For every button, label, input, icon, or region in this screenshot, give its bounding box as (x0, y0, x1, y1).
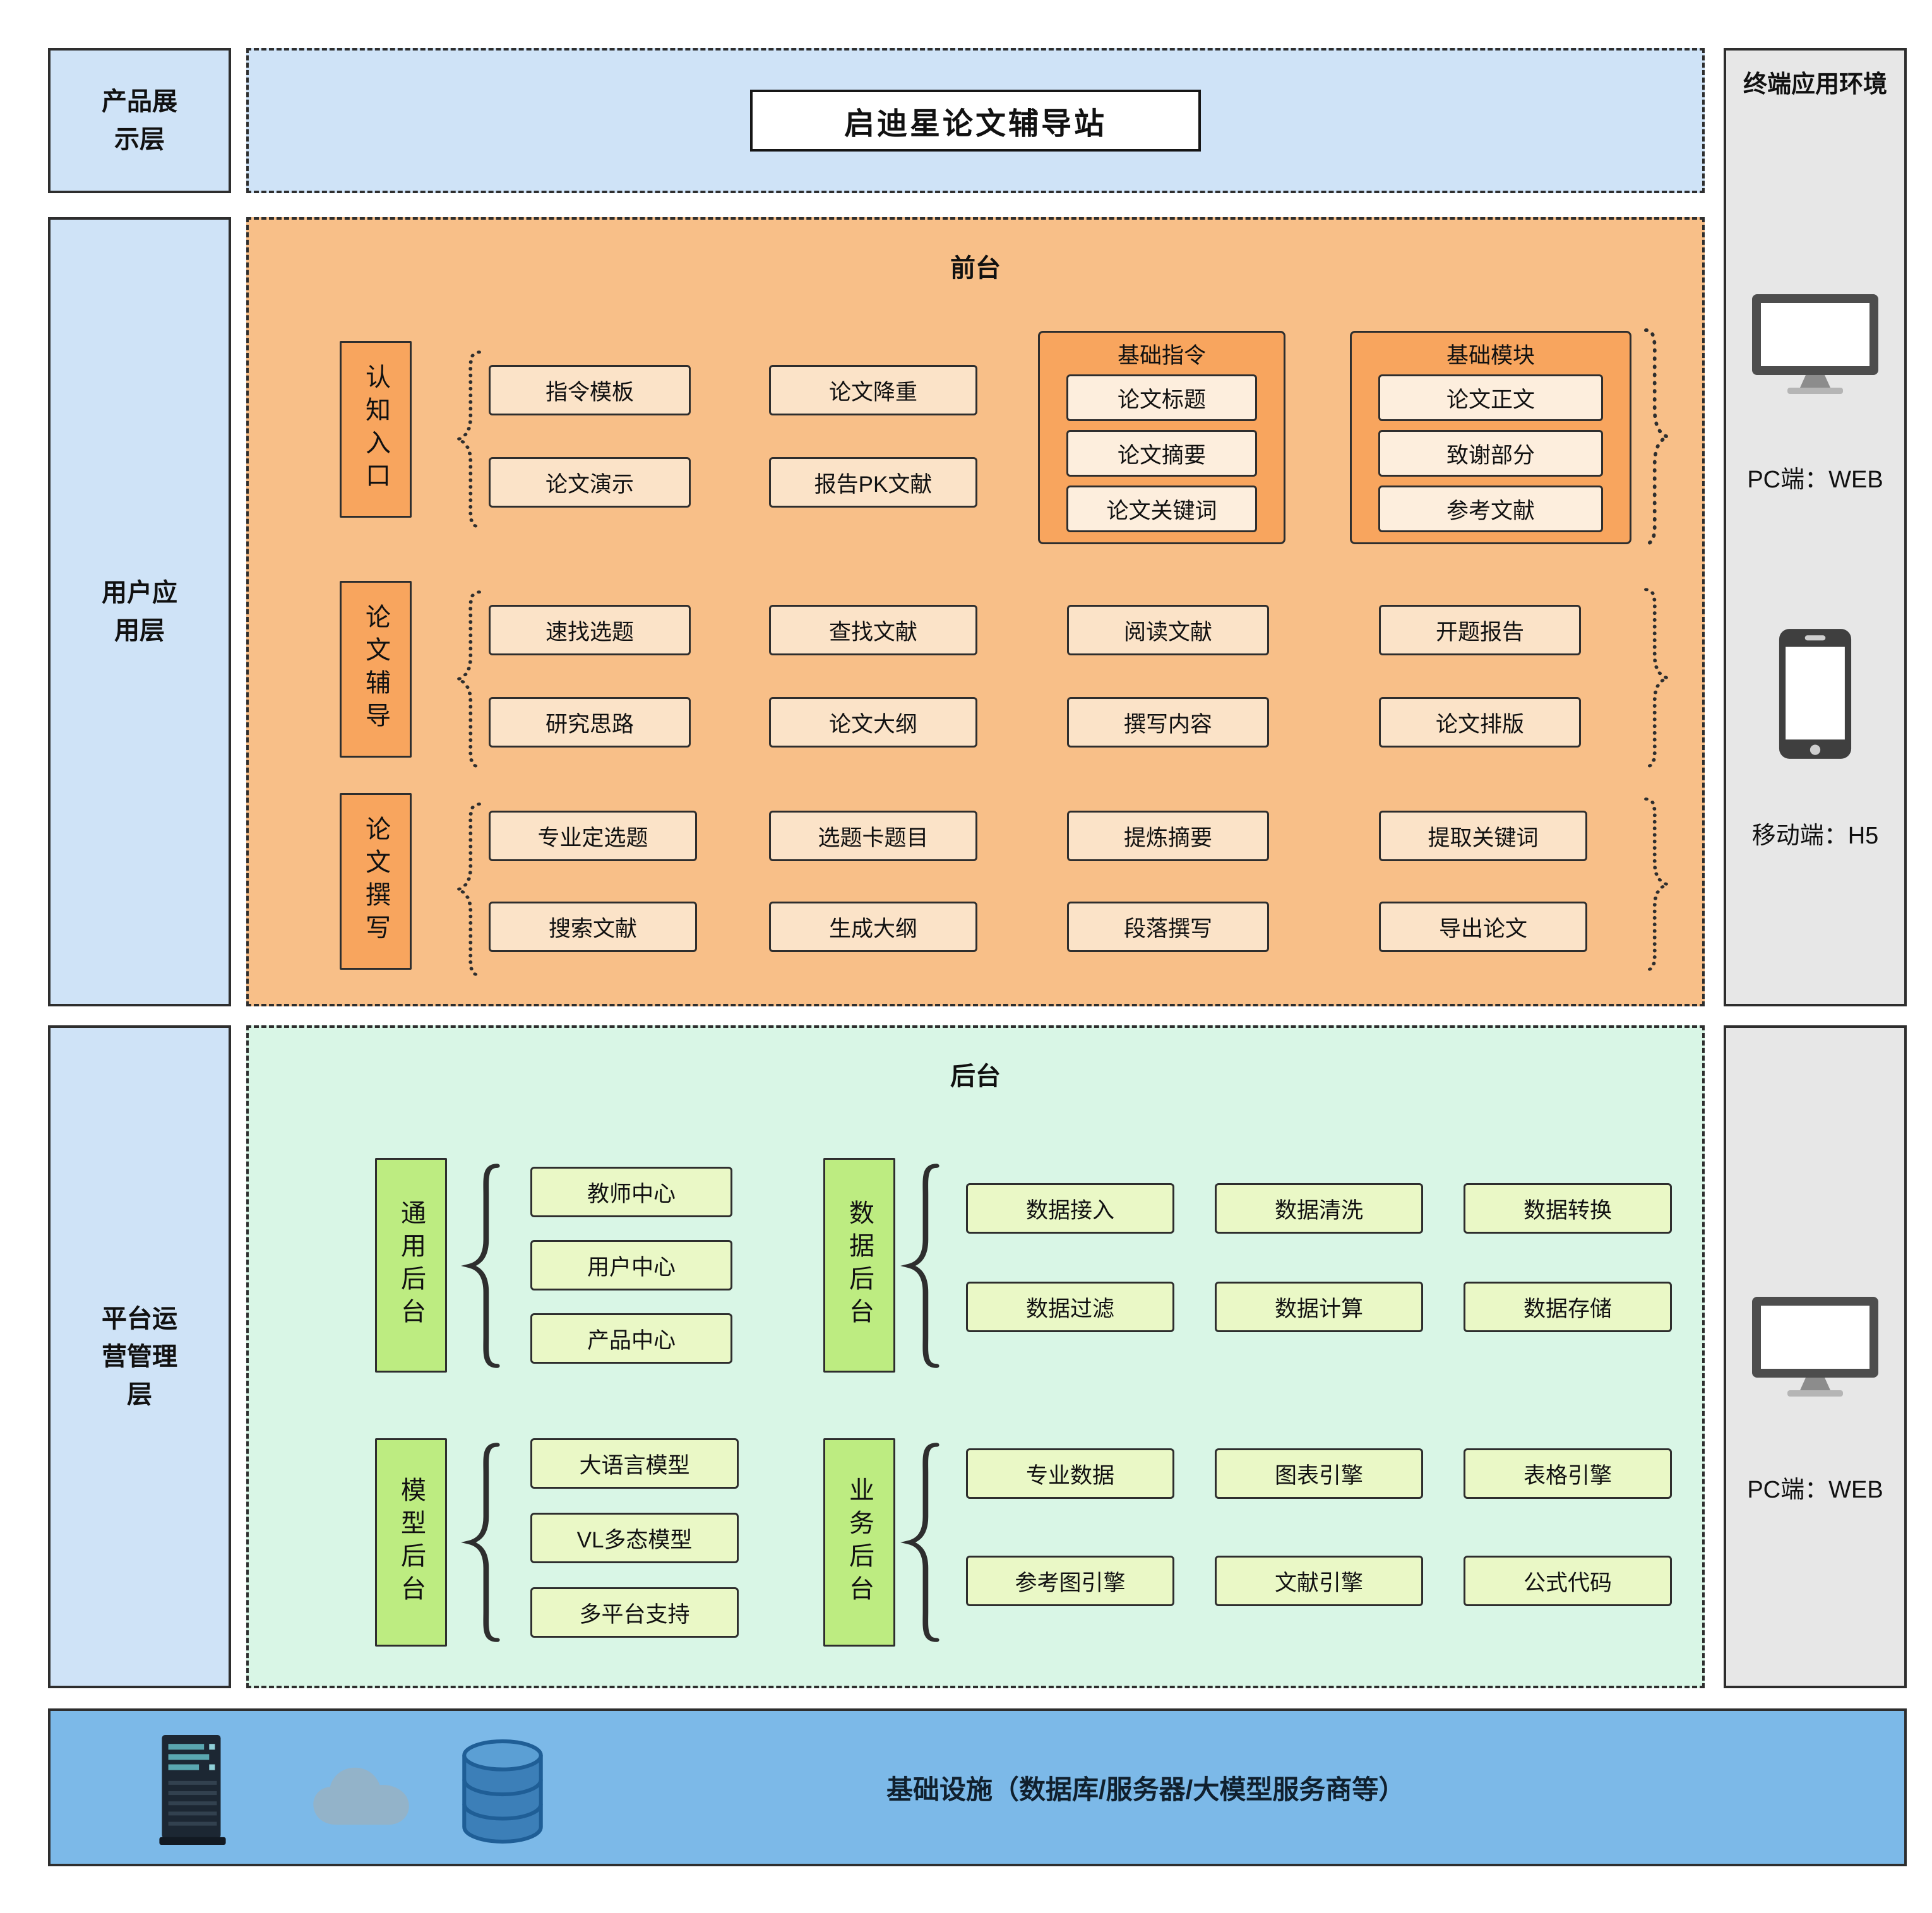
backend-item: 表格引擎 (1464, 1448, 1672, 1499)
pc-web-label: PC端：WEB (1747, 467, 1883, 493)
brace-left-dotted-icon (451, 590, 481, 768)
backend-item: 数据清洗 (1215, 1183, 1423, 1234)
title-band: 启迪星论文辅导站 (246, 48, 1705, 193)
brace-left-dotted-icon (451, 802, 481, 977)
frontend-item: 研究思路 (489, 697, 691, 748)
group-basic-commands-title: 基础指令 (1117, 343, 1206, 368)
frontend-item: 阅读文献 (1067, 605, 1269, 655)
backend-item: 数据过滤 (966, 1282, 1174, 1332)
backend-item: 参考图引擎 (966, 1556, 1174, 1606)
terminal-env-panel: 终端应用环境 PC端：WEB 移动端：H5 (1724, 48, 1907, 1006)
layer-product-display-label: 产品展示层 (102, 88, 177, 153)
backend-item: 产品中心 (530, 1313, 732, 1364)
frontend-item: 生成大纲 (769, 902, 977, 952)
frontend-item: 段落撰写 (1067, 902, 1269, 952)
backend-item: 图表引擎 (1215, 1448, 1423, 1499)
frontend-item: 速找选题 (489, 605, 691, 655)
layer-platform-ops-label: 平台运营管理层 (102, 1305, 177, 1409)
frontend-item: 导出论文 (1379, 902, 1587, 952)
brace-left-icon (461, 1164, 500, 1368)
frontend-item: 提炼摘要 (1067, 811, 1269, 861)
infrastructure-label: 基础设施（数据库/服务器/大模型服务商等） (886, 1774, 1405, 1804)
frontend-item: 选题卡题目 (769, 811, 977, 861)
layer-user-application-label: 用户应用层 (102, 579, 177, 645)
terminal-env-header: 终端应用环境 (1743, 71, 1887, 98)
brace-right-dotted-icon (1644, 797, 1674, 972)
frontend-item: 论文大纲 (769, 697, 977, 748)
group-basic-commands: 基础指令 论文标题 论文摘要 论文关键词 (1038, 331, 1285, 544)
backend-item: 数据计算 (1215, 1282, 1423, 1332)
frontend-item: 指令模板 (489, 365, 691, 415)
vlabel-general-backend: 通用后台 (375, 1158, 447, 1373)
group-basic-modules-title: 基础模块 (1446, 343, 1535, 368)
terminal-pc-panel: PC端：WEB (1724, 1025, 1907, 1688)
server-icon (159, 1735, 226, 1845)
brace-left-icon (900, 1164, 939, 1368)
layer-user-application: 用户应用层 (48, 217, 231, 1006)
backend-item: 专业数据 (966, 1448, 1174, 1499)
backend-item: 数据转换 (1464, 1183, 1672, 1234)
group-item: 参考文献 (1378, 486, 1603, 532)
backend-item: VL多态模型 (530, 1513, 739, 1563)
layer-product-display: 产品展示层 (48, 48, 231, 193)
group-item: 论文正文 (1378, 374, 1603, 421)
group-item: 论文关键词 (1066, 486, 1257, 532)
monitor-icon (1752, 1297, 1878, 1397)
vlabel-data-backend: 数据后台 (823, 1158, 895, 1373)
diagram-title: 启迪星论文辅导站 (750, 90, 1201, 152)
frontend-item: 报告PK文献 (769, 457, 977, 508)
frontend-item: 撰写内容 (1067, 697, 1269, 748)
group-item: 论文摘要 (1066, 430, 1257, 477)
backend-panel: 后台 通用后台 教师中心 用户中心 产品中心 数据后台 数据接入 数据清洗 数据… (246, 1025, 1705, 1688)
frontend-label: 前台 (950, 254, 1001, 282)
group-item: 论文标题 (1066, 374, 1257, 421)
vlabel-paper-tutoring: 论文辅导 (340, 581, 412, 758)
database-icon (462, 1739, 543, 1844)
backend-item: 教师中心 (530, 1167, 732, 1217)
cloud-icon (313, 1767, 409, 1825)
frontend-panel: 前台 认知入口 指令模板 论文演示 论文降重 报告PK文献 基础指令 论文标题 … (246, 217, 1705, 1006)
frontend-item: 论文排版 (1379, 697, 1581, 748)
vlabel-paper-writing: 论文撰写 (340, 793, 412, 970)
vlabel-cognitive-entry: 认知入口 (340, 341, 412, 518)
brace-left-icon (900, 1443, 939, 1642)
backend-item: 多平台支持 (530, 1587, 739, 1638)
frontend-item: 搜索文献 (489, 902, 697, 952)
frontend-item: 论文演示 (489, 457, 691, 508)
backend-item: 数据接入 (966, 1183, 1174, 1234)
frontend-item: 提取关键词 (1379, 811, 1587, 861)
smartphone-icon (1779, 629, 1852, 759)
brace-right-dotted-icon (1644, 588, 1674, 768)
group-basic-modules: 基础模块 论文正文 致谢部分 参考文献 (1350, 331, 1631, 544)
brace-left-dotted-icon (451, 350, 481, 528)
backend-item: 文献引擎 (1215, 1556, 1423, 1606)
infrastructure-bar: 基础设施（数据库/服务器/大模型服务商等） (48, 1708, 1907, 1866)
frontend-item: 专业定选题 (489, 811, 697, 861)
monitor-icon (1752, 294, 1878, 394)
pc-web-label: PC端：WEB (1747, 1477, 1883, 1503)
backend-item: 数据存储 (1464, 1282, 1672, 1332)
brace-left-icon (461, 1443, 500, 1642)
brace-right-dotted-icon (1644, 328, 1674, 545)
frontend-item: 论文降重 (769, 365, 977, 415)
backend-item: 公式代码 (1464, 1556, 1672, 1606)
group-item: 致谢部分 (1378, 430, 1603, 477)
backend-item: 用户中心 (530, 1240, 732, 1290)
frontend-item: 查找文献 (769, 605, 977, 655)
backend-item: 大语言模型 (530, 1438, 739, 1489)
vlabel-business-backend: 业务后台 (823, 1438, 895, 1647)
mobile-h5-label: 移动端：H5 (1751, 823, 1879, 849)
frontend-item: 开题报告 (1379, 605, 1581, 655)
backend-label: 后台 (950, 1063, 1001, 1090)
vlabel-model-backend: 模型后台 (375, 1438, 447, 1647)
layer-platform-ops: 平台运营管理层 (48, 1025, 231, 1688)
